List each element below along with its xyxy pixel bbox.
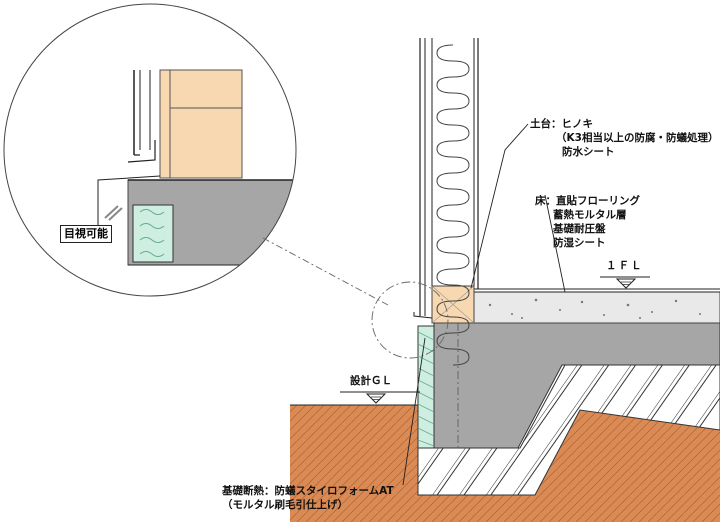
floor-label-line1: 直貼フローリング <box>556 195 640 207</box>
floor-mortar-layer <box>473 291 720 324</box>
fl-label: １ＦＬ <box>606 260 644 272</box>
detail-reference-circle <box>371 281 449 359</box>
visible-inspection-callout: 目視可能 <box>60 225 112 243</box>
detail-wood-upper <box>161 69 243 109</box>
exterior-wall <box>413 38 479 366</box>
detail-insulation <box>132 204 174 263</box>
floor-label-line4: 防湿シート <box>553 237 606 249</box>
gl-level-marker <box>340 391 420 404</box>
wall-insulation-coil <box>436 44 470 366</box>
sill-label-line1: ヒノキ <box>561 118 594 130</box>
fl-level-marker <box>600 276 650 289</box>
insulation-label-line1: 基礎断熱：防蟻スタイロフォームAT <box>222 485 394 497</box>
sill-label: 土台：ヒノキ <box>530 117 593 131</box>
detail-wood-sill <box>161 107 243 179</box>
sill-label-line3: 防水シート <box>562 146 615 158</box>
sill-label-prefix: 土台： <box>530 118 562 130</box>
crushed-stone <box>417 364 720 496</box>
insulation-label-line2: （モルタル刷毛引仕上げ） <box>222 499 348 511</box>
sill-label-line2: （K3相当以上の防腐・防蟻処理） <box>556 132 719 144</box>
detail-circle <box>3 3 297 297</box>
gl-label: 設計ＧＬ <box>350 375 392 387</box>
floor-label-line3: 基礎耐圧盤 <box>553 223 606 235</box>
floor-label-prefix: 床： <box>535 195 556 207</box>
floor-label-line2: 蓄熱モルタル層 <box>553 209 627 221</box>
floor-label: 床：直貼フローリング <box>535 194 640 208</box>
